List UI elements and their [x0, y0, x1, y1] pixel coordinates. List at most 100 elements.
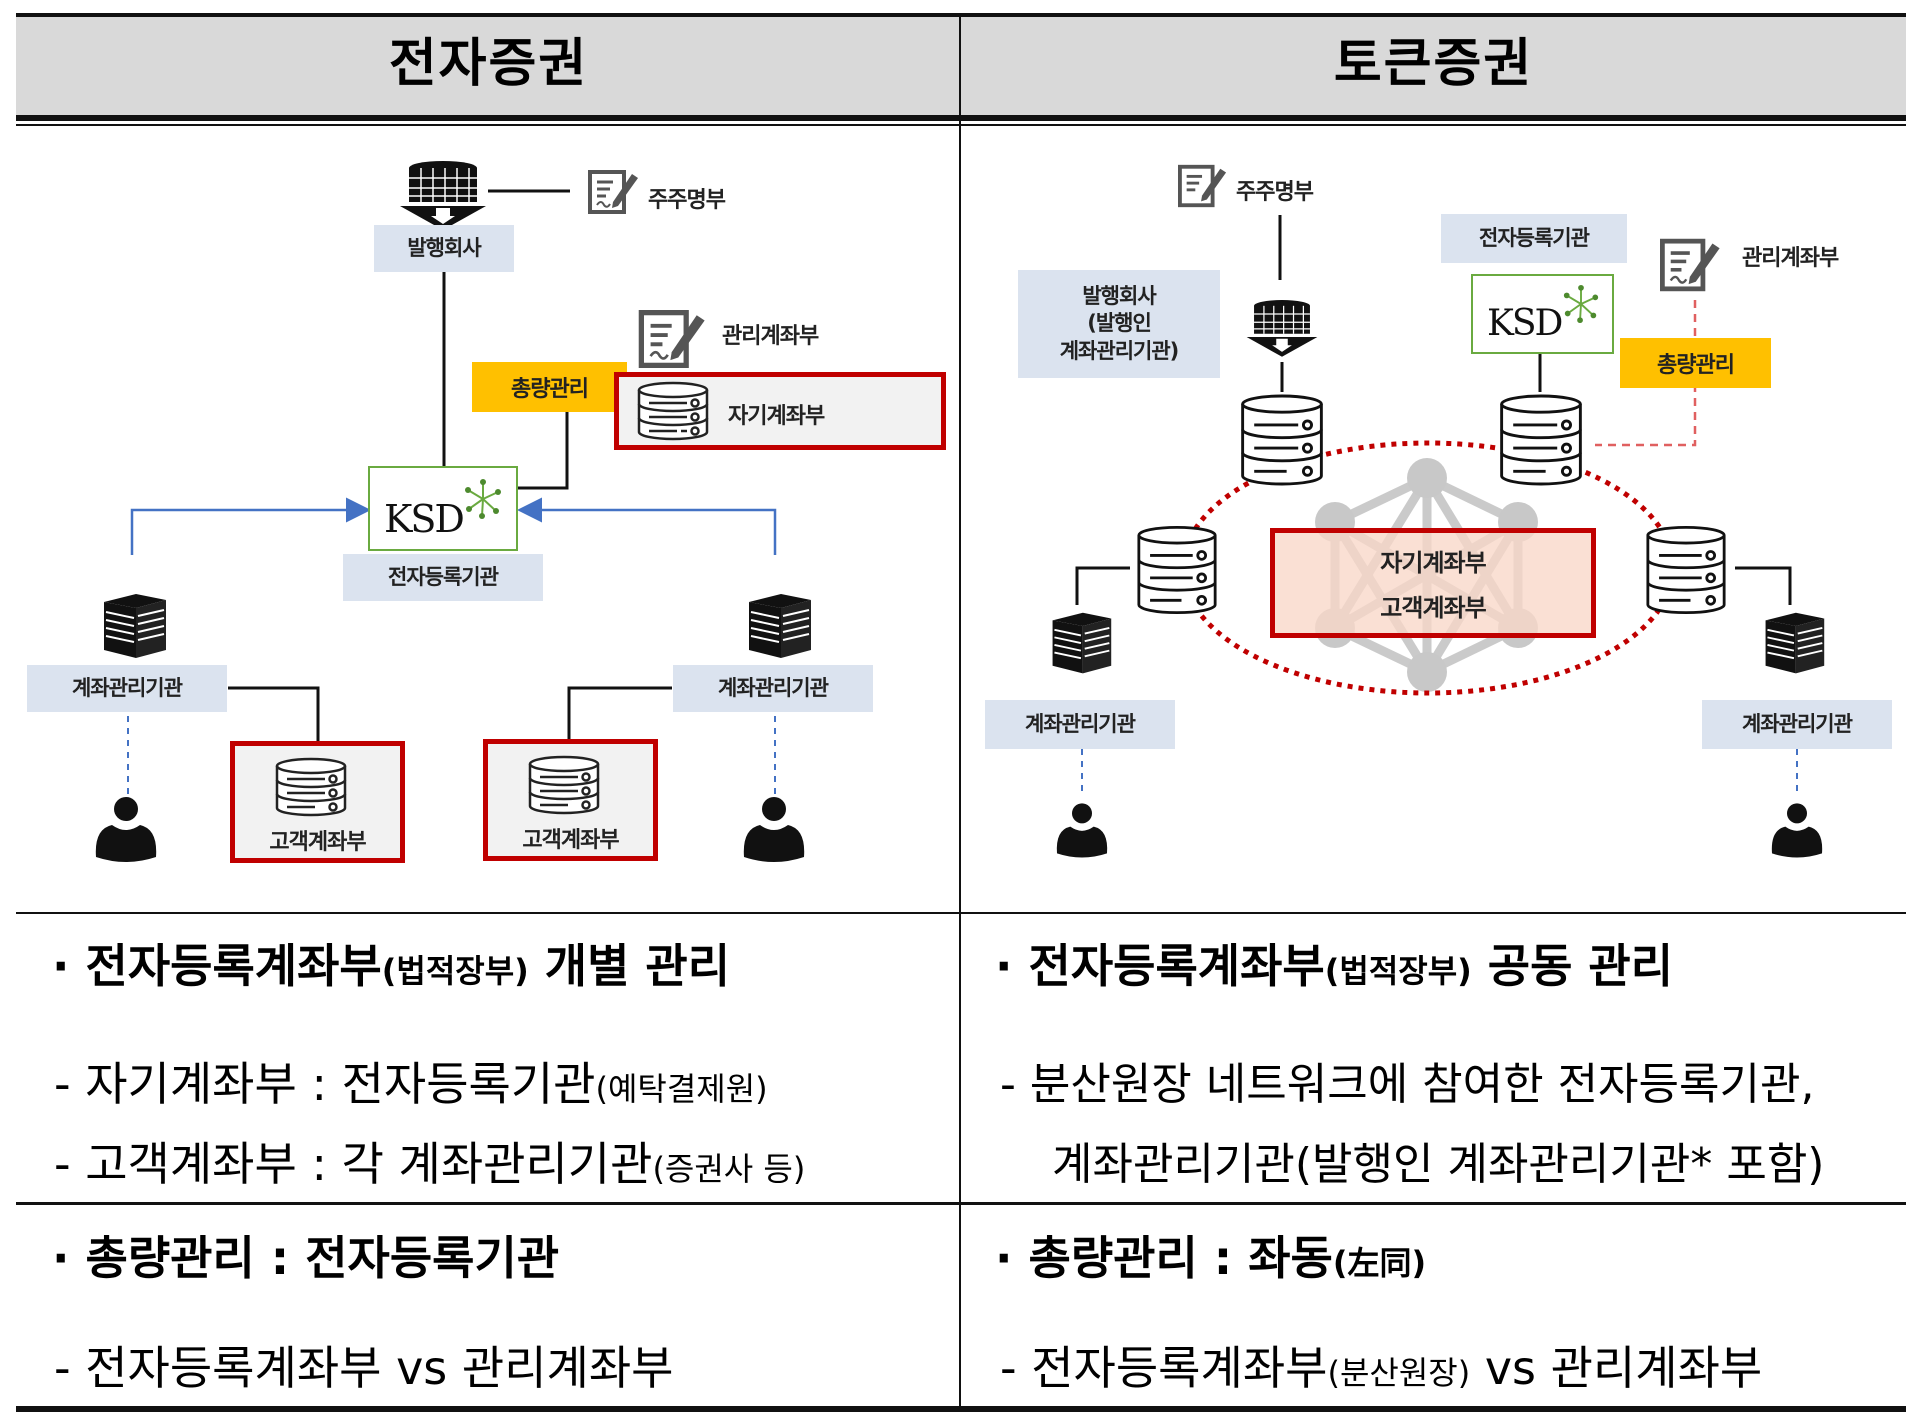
database-node-icon — [1500, 394, 1582, 486]
left-institution-arrow — [130, 497, 371, 555]
right-institution-arrow — [517, 497, 777, 555]
account-institution-label-right: 계좌관리기관 — [1702, 700, 1892, 749]
left-row1-heading: · 전자등록계좌부(법적장부) 개별 관리 — [52, 930, 730, 996]
left-row1-item: - 고객계좌부 : 각 계좌관리기관(증권사 등) — [54, 1128, 805, 1194]
customer-ledger-label-right: 고객계좌부 — [522, 828, 619, 853]
ksd-sparkle-icon — [465, 479, 501, 519]
right-row2-heading: · 총량관리 : 좌동(左同) — [995, 1222, 1426, 1288]
right-column-title: 토큰증권 — [1333, 34, 1534, 94]
office-building-icon — [749, 594, 811, 658]
database-node-icon — [1241, 394, 1323, 486]
customer-ledger-label: 고객계좌부 — [1380, 594, 1486, 622]
row-divider-2 — [16, 1202, 1906, 1205]
ksd-logo-text: KSD — [1487, 303, 1563, 344]
office-building-icon — [104, 594, 166, 658]
shareholder-registry-label: 주주명부 — [1236, 180, 1314, 205]
item-paren: (분산원장) — [1327, 1354, 1471, 1392]
left-row2-heading: · 총량관리 : 전자등록기관 — [52, 1222, 559, 1288]
document-pen-icon — [1660, 238, 1720, 292]
heading: 총량관리 : 전자등록기관 — [85, 1231, 560, 1285]
issuer-label: 발행회사 — [374, 225, 514, 272]
column-divider — [959, 13, 961, 1408]
table-bottom-rule — [16, 1406, 1906, 1412]
heading-main: 총량관리 : 좌동 — [1028, 1231, 1333, 1285]
heading-paren: (左同) — [1332, 1244, 1427, 1282]
total-mgmt-to-ksd-line — [518, 412, 569, 490]
own-account-ledger-label: 자기계좌부 — [1380, 549, 1486, 577]
database-icon — [637, 381, 709, 441]
customer-ledger-label-left: 고객계좌부 — [269, 830, 366, 855]
issuer-building-icon — [400, 161, 486, 230]
shared-ledger-box: 자기계좌부 고객계좌부 — [1270, 528, 1596, 638]
issuer-building-icon — [1246, 300, 1318, 357]
shareholder-registry-label: 주주명부 — [648, 188, 726, 213]
heading-paren: (법적장부) — [381, 952, 529, 990]
heading-main: 전자등록계좌부 — [1028, 939, 1325, 993]
right-row1-line1: - 분산원장 네트워크에 참여한 전자등록기관, — [1000, 1059, 1815, 1110]
database-icon — [528, 755, 600, 815]
left-row1-item: - 자기계좌부 : 전자등록기관(예탁결제원) — [54, 1048, 768, 1114]
office-building-icon — [1052, 612, 1112, 674]
document-pen-icon — [1178, 164, 1227, 208]
issuer-label-box: 발행회사 (발행인 계좌관리기관) — [1018, 270, 1220, 378]
row-divider-1 — [16, 912, 1906, 914]
database-icon — [275, 757, 347, 817]
header-band — [16, 13, 1906, 119]
right-row2-item: - 전자등록계좌부(분산원장) vs 관리계좌부 — [1000, 1332, 1762, 1398]
management-ledger-label: 관리계좌부 — [1742, 246, 1839, 271]
right-inst-to-ledger-line — [567, 686, 672, 740]
registry-institution-label: 전자등록기관 — [343, 554, 543, 601]
issuer-label-line: 계좌관리기관) — [1059, 338, 1180, 363]
total-management-badge: 총량관리 — [472, 362, 627, 412]
item-main: - 전자등록계좌부 — [1000, 1341, 1328, 1395]
account-institution-label-left: 계좌관리기관 — [27, 665, 227, 712]
right-row1-line2: 계좌관리기관(발행인 계좌관리기관* 포함) — [1052, 1139, 1825, 1190]
item-main: - 자기계좌부 : 전자등록기관 — [54, 1057, 596, 1111]
person-icon — [1771, 803, 1823, 858]
ksd-sparkle-icon — [1563, 284, 1599, 324]
ksd-logo-box: KSD — [368, 466, 518, 551]
left-column-title: 전자증권 — [388, 34, 589, 94]
left-row2-item: - 전자등록계좌부 vs 관리계좌부 — [54, 1341, 674, 1395]
bullet: · — [52, 939, 70, 993]
customer-ledger-box-left: 고객계좌부 — [230, 741, 405, 863]
bullet: · — [995, 1231, 1013, 1285]
person-icon — [1056, 803, 1108, 858]
bullet: · — [52, 1231, 70, 1285]
person-icon — [95, 797, 157, 862]
header-bottom-rule-thin — [16, 124, 1906, 126]
heading-paren: (법적장부) — [1324, 952, 1472, 990]
person-icon — [743, 797, 805, 862]
account-institution-label-left: 계좌관리기관 — [985, 700, 1175, 749]
ksd-logo-text: KSD — [384, 497, 465, 541]
item-main: - 고객계좌부 : 각 계좌관리기관 — [54, 1137, 653, 1191]
customer-ledger-box-right: 고객계좌부 — [483, 739, 658, 861]
bullet: · — [995, 939, 1013, 993]
issuer-label-line: (발행인 — [1087, 311, 1152, 336]
item-main: vs 관리계좌부 — [1470, 1341, 1763, 1395]
right-row1-heading: · 전자등록계좌부(법적장부) 공동 관리 — [995, 930, 1673, 996]
account-institution-label-right: 계좌관리기관 — [673, 665, 873, 712]
item-paren: (증권사 등) — [652, 1150, 806, 1188]
document-pen-icon — [638, 310, 705, 368]
database-node-icon — [1646, 525, 1726, 615]
heading-main: 전자등록계좌부 — [85, 939, 382, 993]
right-node-to-institution-line — [1735, 566, 1792, 605]
registry-institution-label: 전자등록기관 — [1441, 214, 1627, 263]
issuer-label-line: 발행회사 — [1082, 284, 1156, 309]
management-ledger-label: 관리계좌부 — [722, 324, 819, 349]
database-node-icon — [1137, 525, 1217, 615]
ksd-logo-box: KSD — [1471, 274, 1614, 354]
left-node-to-institution-line — [1075, 566, 1130, 605]
total-management-badge: 총량관리 — [1620, 338, 1771, 388]
header-bottom-rule — [16, 115, 1906, 121]
left-inst-to-ledger-line — [228, 686, 320, 742]
own-account-ledger-label: 자기계좌부 — [728, 404, 825, 429]
document-pen-icon — [588, 170, 638, 214]
item-paren: (예탁결제원) — [595, 1070, 768, 1108]
office-building-icon — [1765, 612, 1825, 674]
heading-tail: 개별 관리 — [528, 939, 731, 993]
heading-tail: 공동 관리 — [1471, 939, 1674, 993]
